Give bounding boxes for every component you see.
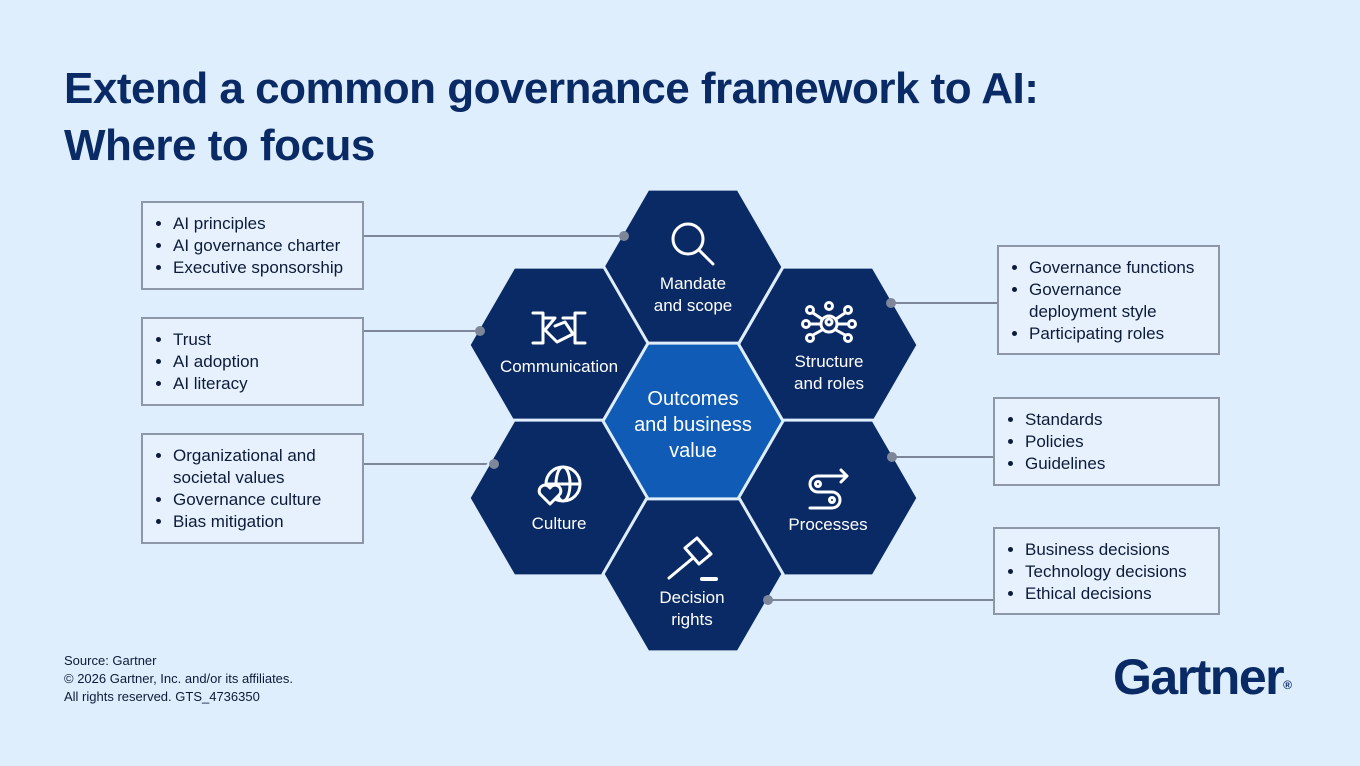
list-item: Governance culture (173, 489, 352, 511)
center-line2: and business (634, 414, 752, 436)
hex-processes: Processes (788, 514, 867, 536)
hex-structure: Structure and roles (794, 351, 864, 395)
magnifier-icon (671, 222, 715, 266)
process-path-icon (808, 468, 849, 510)
box-structure: Governance functionsGovernance deploymen… (997, 245, 1220, 355)
hex-mandate: Mandate and scope (654, 273, 732, 317)
footer: Source: Gartner © 2026 Gartner, Inc. and… (64, 652, 293, 706)
list-item: Policies (1025, 431, 1208, 453)
connector-dots (475, 231, 897, 605)
list-item: Executive sponsorship (173, 257, 352, 279)
page-title: Extend a common governance framework to … (64, 60, 1039, 174)
dot-culture (489, 459, 499, 469)
hex-structure-line2: and roles (794, 374, 864, 393)
hex-communication: Communication (500, 356, 618, 378)
dot-communication (475, 326, 485, 336)
connectors (363, 235, 997, 601)
list-item: Organizational and societal values (173, 445, 352, 489)
hex-center: Outcomes and business value (634, 386, 752, 464)
globe-heart-icon (537, 465, 582, 506)
title-line-2: Where to focus (64, 121, 375, 170)
handshake-icon (531, 311, 587, 345)
hex-structure-line1: Structure (794, 352, 864, 371)
logo-text: Gartner (1113, 649, 1285, 705)
rights-text: All rights reserved. GTS_4736350 (64, 689, 260, 704)
hex-mandate-line1: Mandate (659, 274, 727, 293)
list-item: Bias mitigation (173, 511, 352, 533)
list-item: Guidelines (1025, 453, 1208, 475)
box-decision: Business decisionsTechnology decisionsEt… (993, 527, 1220, 615)
hex-culture: Culture (532, 513, 587, 535)
box-culture: Organizational and societal valuesGovern… (141, 433, 364, 544)
list-item: Technology decisions (1025, 561, 1208, 583)
list-item: Trust (173, 329, 352, 351)
hex-decision-line2: rights (671, 610, 713, 629)
list-item: AI adoption (173, 351, 352, 373)
gartner-logo: Gartner® (1113, 648, 1292, 706)
list-item: Governance deployment style (1029, 279, 1208, 323)
hexagon-center (601, 341, 785, 501)
box-mandate: AI principlesAI governance charterExecut… (141, 201, 364, 290)
hex-culture-line1: Culture (531, 514, 587, 533)
list-item: Business decisions (1025, 539, 1208, 561)
box-processes: StandardsPoliciesGuidelines (993, 397, 1220, 486)
dot-structure (886, 298, 896, 308)
list-item: Standards (1025, 409, 1208, 431)
hex-decision: Decision rights (659, 587, 724, 631)
center-line3: value (669, 440, 717, 462)
copyright-text: © 2026 Gartner, Inc. and/or its affiliat… (64, 671, 294, 686)
hex-communication-line1: Communication (499, 357, 619, 376)
dot-mandate (619, 231, 629, 241)
list-item: Ethical decisions (1025, 583, 1208, 605)
list-item: AI principles (173, 213, 352, 235)
list-item: Participating roles (1029, 323, 1208, 345)
network-icon (801, 301, 857, 343)
title-line-1: Extend a common governance framework to … (64, 64, 1039, 113)
center-line1: Outcomes (647, 388, 739, 410)
gavel-icon (667, 536, 718, 581)
hex-decision-line1: Decision (659, 588, 725, 607)
dot-processes (887, 452, 897, 462)
hex-processes-line1: Processes (788, 515, 868, 534)
dot-decision (763, 595, 773, 605)
list-item: AI literacy (173, 373, 352, 395)
box-communication: TrustAI adoptionAI literacy (141, 317, 364, 406)
list-item: AI governance charter (173, 235, 352, 257)
list-item: Governance functions (1029, 257, 1208, 279)
source-text: Source: Gartner (64, 653, 157, 668)
logo-mark: ® (1283, 678, 1292, 692)
hex-mandate-line2: and scope (653, 296, 733, 315)
